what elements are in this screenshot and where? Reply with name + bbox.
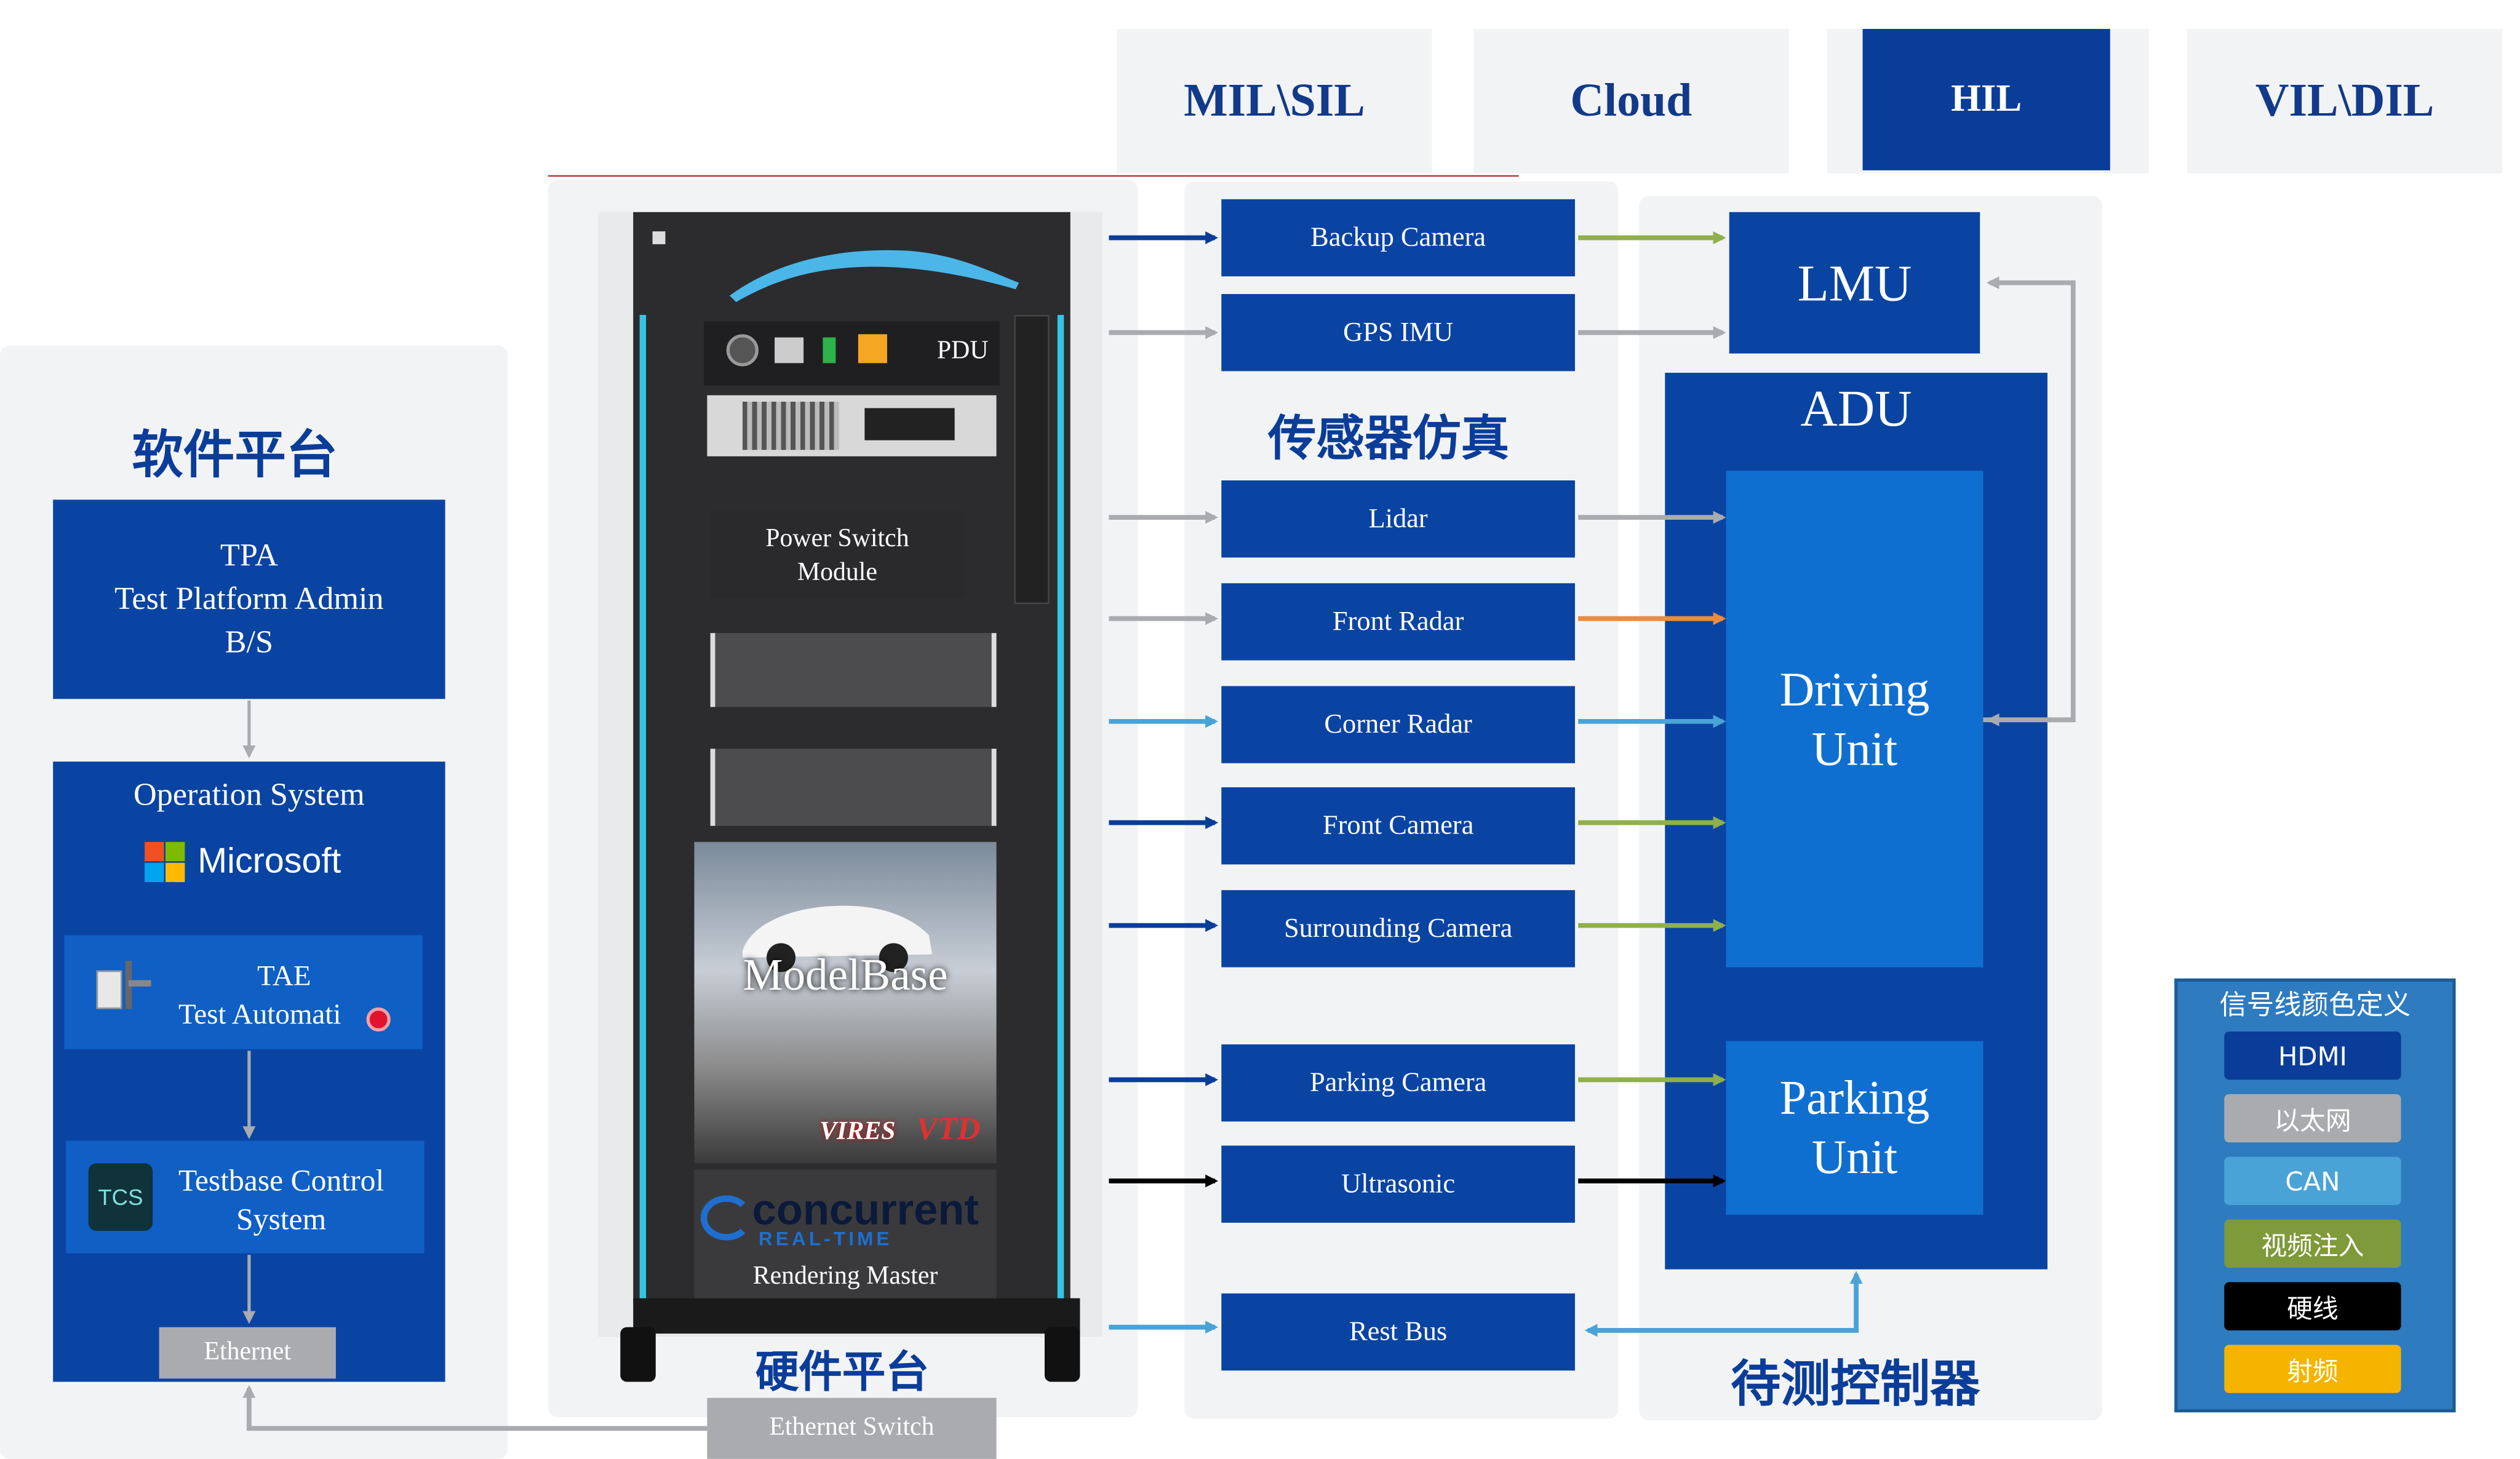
sensor-title: 传感器仿真 xyxy=(1268,411,1509,468)
controller-title: 待测控制器 xyxy=(1731,1356,1980,1414)
legend-item-video-injection: 视频注入 xyxy=(2224,1219,2401,1268)
realtime-label: REAL-TIME xyxy=(758,1227,893,1250)
sensor-parking-camera[interactable]: Parking Camera xyxy=(1221,1044,1575,1122)
tpa-box[interactable]: TPA Test Platform Admin B/S xyxy=(53,499,445,699)
sensor-corner-radar[interactable]: Corner Radar xyxy=(1221,686,1575,763)
sensor-front-camera[interactable]: Front Camera xyxy=(1221,787,1575,865)
pdu-label: PDU xyxy=(936,337,989,365)
software-title: 软件平台 xyxy=(132,424,338,485)
hardware-title: 硬件平台 xyxy=(755,1348,929,1398)
tab-vil-dil[interactable]: VIL\DIL xyxy=(2187,29,2503,174)
tcs-logo-icon: TCS xyxy=(88,1163,153,1231)
car-image-icon xyxy=(742,905,933,972)
tae-title: TAE xyxy=(257,959,311,992)
tcs-label: Testbase Control System xyxy=(161,1163,402,1240)
rack-car-logo xyxy=(652,231,1019,303)
pdu-knob-icon xyxy=(726,334,759,367)
rendering-master-label: Rendering Master xyxy=(752,1263,938,1290)
tpa-line-3: B/S xyxy=(225,624,274,660)
display-panel-icon xyxy=(864,408,955,440)
power-switch-line-1: Power Switch xyxy=(765,525,909,553)
driving-unit-line-1: Driving xyxy=(1779,662,1930,716)
rack-light-left xyxy=(639,314,647,1298)
sensor-ultrasonic[interactable]: Ultrasonic xyxy=(1221,1145,1575,1223)
concurrent-label: concurrent xyxy=(752,1185,979,1234)
legend-item-can: CAN xyxy=(2224,1156,2401,1206)
rack-base xyxy=(633,1298,1080,1334)
rack-side-strip xyxy=(1014,314,1050,605)
rendering-master-module: concurrent REAL-TIME Rendering Master xyxy=(694,1169,997,1298)
rack-light-right xyxy=(1057,314,1064,1298)
parking-unit-line-1: Parking xyxy=(1779,1071,1930,1125)
tcs-line-1: Testbase Control xyxy=(178,1164,385,1199)
legend-item-rf: 射频 xyxy=(2224,1345,2401,1393)
power-switch-line-2: Module xyxy=(797,559,877,587)
legend-item-hardwire: 硬线 xyxy=(2224,1282,2401,1330)
power-supply-module xyxy=(707,395,997,456)
sensor-lidar[interactable]: Lidar xyxy=(1221,480,1575,558)
microsoft-logo-icon xyxy=(145,841,185,883)
tab-mil-sil[interactable]: MIL\SIL xyxy=(1117,29,1432,174)
legend-item-hdmi: HDMI xyxy=(2224,1032,2401,1080)
tpa-line-2: Test Platform Admin xyxy=(114,581,384,616)
legend-item-ethernet: 以太网 xyxy=(2224,1094,2401,1143)
modelbase-screen: ModelBase VIRES VTD xyxy=(694,841,997,1164)
ethernet-switch-box[interactable]: Ethernet Switch xyxy=(707,1397,997,1459)
tpa-line-1: TPA xyxy=(220,537,278,573)
tae-subtitle: Test Automati xyxy=(178,998,341,1030)
ethernet-box[interactable]: Ethernet xyxy=(159,1327,336,1379)
tab-cloud[interactable]: Cloud xyxy=(1473,29,1789,174)
rack-wheel-left xyxy=(620,1327,656,1382)
header-divider xyxy=(548,175,1519,177)
driving-unit-box[interactable]: Driving Unit xyxy=(1726,471,1984,968)
vent-grille-icon xyxy=(742,402,839,450)
legend-title: 信号线颜色定义 xyxy=(2219,990,2411,1022)
sensor-surrounding-camera[interactable]: Surrounding Camera xyxy=(1221,890,1575,968)
sensor-rest-bus[interactable]: Rest Bus xyxy=(1221,1293,1575,1371)
sensor-backup-camera[interactable]: Backup Camera xyxy=(1221,199,1575,277)
pdu-module: PDU xyxy=(704,321,1000,386)
pdu-switch-icon xyxy=(775,337,804,364)
pdu-emergency-stop-icon xyxy=(858,334,887,364)
sensor-gps-imu[interactable]: GPS IMU xyxy=(1221,294,1575,372)
vtd-label: VTD xyxy=(915,1111,981,1148)
blank-panel-1 xyxy=(710,633,997,707)
microsoft-label: Microsoft xyxy=(197,840,341,881)
rack-wheel-right xyxy=(1044,1327,1080,1382)
sensor-front-radar[interactable]: Front Radar xyxy=(1221,583,1575,661)
blank-panel-2 xyxy=(710,749,997,826)
adu-label: ADU xyxy=(1800,379,1912,437)
tab-hil[interactable]: HIL xyxy=(1862,29,2110,170)
modelbase-label: ModelBase xyxy=(743,951,948,1001)
brand-mark-icon xyxy=(652,231,666,245)
lmu-box[interactable]: LMU xyxy=(1729,212,1980,354)
pdu-green-indicator-icon xyxy=(823,337,836,364)
vires-label: VIRES xyxy=(819,1118,896,1146)
os-label: Operation System xyxy=(133,777,365,813)
driving-unit-line-2: Unit xyxy=(1811,722,1898,776)
tcs-line-2: System xyxy=(236,1203,327,1238)
tae-box[interactable] xyxy=(64,935,423,1049)
parking-unit-box[interactable]: Parking Unit xyxy=(1726,1041,1984,1215)
parking-unit-line-2: Unit xyxy=(1811,1131,1898,1185)
automation-robot-icon xyxy=(94,958,158,1019)
car-outline-icon xyxy=(729,250,1019,303)
concurrent-logo-icon xyxy=(700,1195,752,1241)
power-switch-module: Power Switch Module xyxy=(710,511,965,598)
cursor-marker-icon xyxy=(366,1007,391,1032)
